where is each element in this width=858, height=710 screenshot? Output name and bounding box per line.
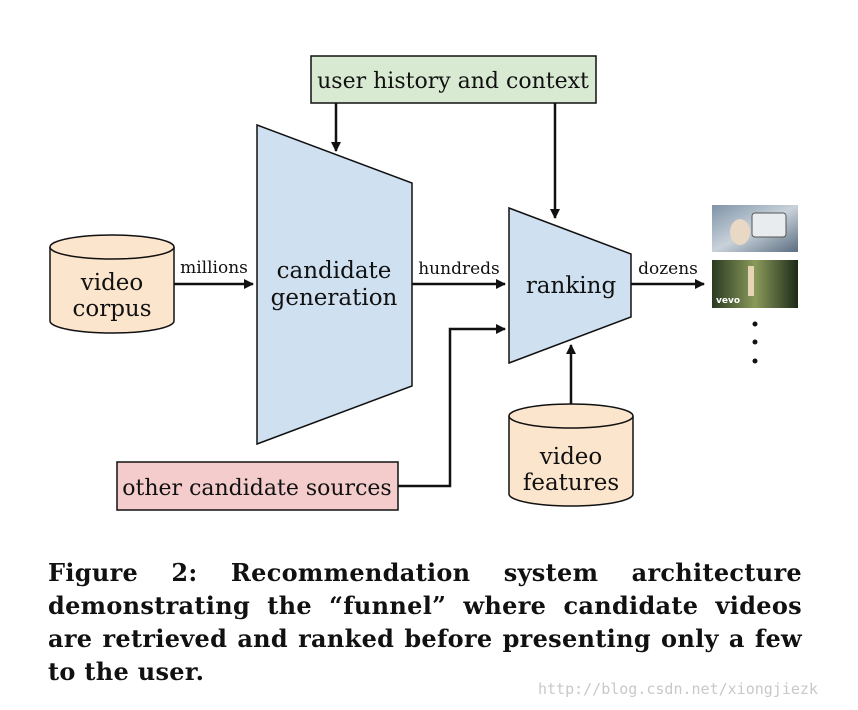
video-features-label-line2: features — [523, 470, 619, 496]
output-video-thumbnail-1 — [712, 205, 798, 252]
user-history-node: user history and context — [310, 55, 597, 104]
watermark: http://blog.csdn.net/xiongjiezk — [538, 680, 818, 698]
candidate-generation-shape — [256, 123, 413, 446]
candidate-generation-label-line1: candidate — [277, 258, 392, 284]
video-features-label-line1: video — [539, 444, 603, 470]
thumbnail-1-phone — [751, 212, 787, 238]
edges — [174, 103, 705, 488]
video-features-top — [508, 403, 634, 429]
other-sources-label: other candidate sources — [122, 476, 391, 501]
architecture-diagram: user history and context video corpus ca… — [49, 55, 798, 511]
video-corpus-node: video corpus — [49, 234, 175, 334]
thumbnail-2-image — [712, 260, 798, 308]
video-features-body — [508, 416, 634, 507]
candidate-generation-label-line2: generation — [271, 285, 398, 311]
ranking-shape — [508, 206, 632, 365]
thumbnail-2-vevo-text: vevo — [716, 296, 740, 306]
figure-caption: Figure 2: Recommendation system architec… — [48, 558, 802, 686]
user-history-box — [310, 55, 597, 104]
video-corpus-body — [49, 247, 175, 334]
ellipsis-dot-1 — [752, 321, 758, 327]
more-results-ellipsis — [752, 321, 758, 364]
ranking-node: ranking — [508, 206, 632, 365]
other-sources-box — [116, 461, 399, 511]
video-corpus-label-line1: video — [80, 270, 144, 296]
edge-label-hundreds: hundreds — [418, 259, 500, 279]
edge-label-dozens: dozens — [638, 259, 698, 279]
ellipsis-dot-2 — [752, 339, 758, 345]
ranking-label: ranking — [526, 273, 617, 299]
video-features-node: video features — [508, 403, 634, 507]
thumbnail-2-figure — [748, 266, 754, 296]
other-sources-node: other candidate sources — [116, 461, 399, 511]
edge-label-millions: millions — [180, 258, 248, 278]
other-sources-to-ranking-arrow — [398, 324, 506, 488]
user-history-label: user history and context — [317, 69, 589, 94]
video-corpus-top — [49, 234, 175, 260]
candidate-generation-node: candidate generation — [256, 123, 413, 446]
ellipsis-dot-3 — [752, 358, 758, 364]
video-corpus-label-line2: corpus — [72, 296, 151, 322]
output-video-thumbnail-2: vevo — [712, 260, 798, 308]
thumbnail-1-cup — [730, 219, 750, 245]
